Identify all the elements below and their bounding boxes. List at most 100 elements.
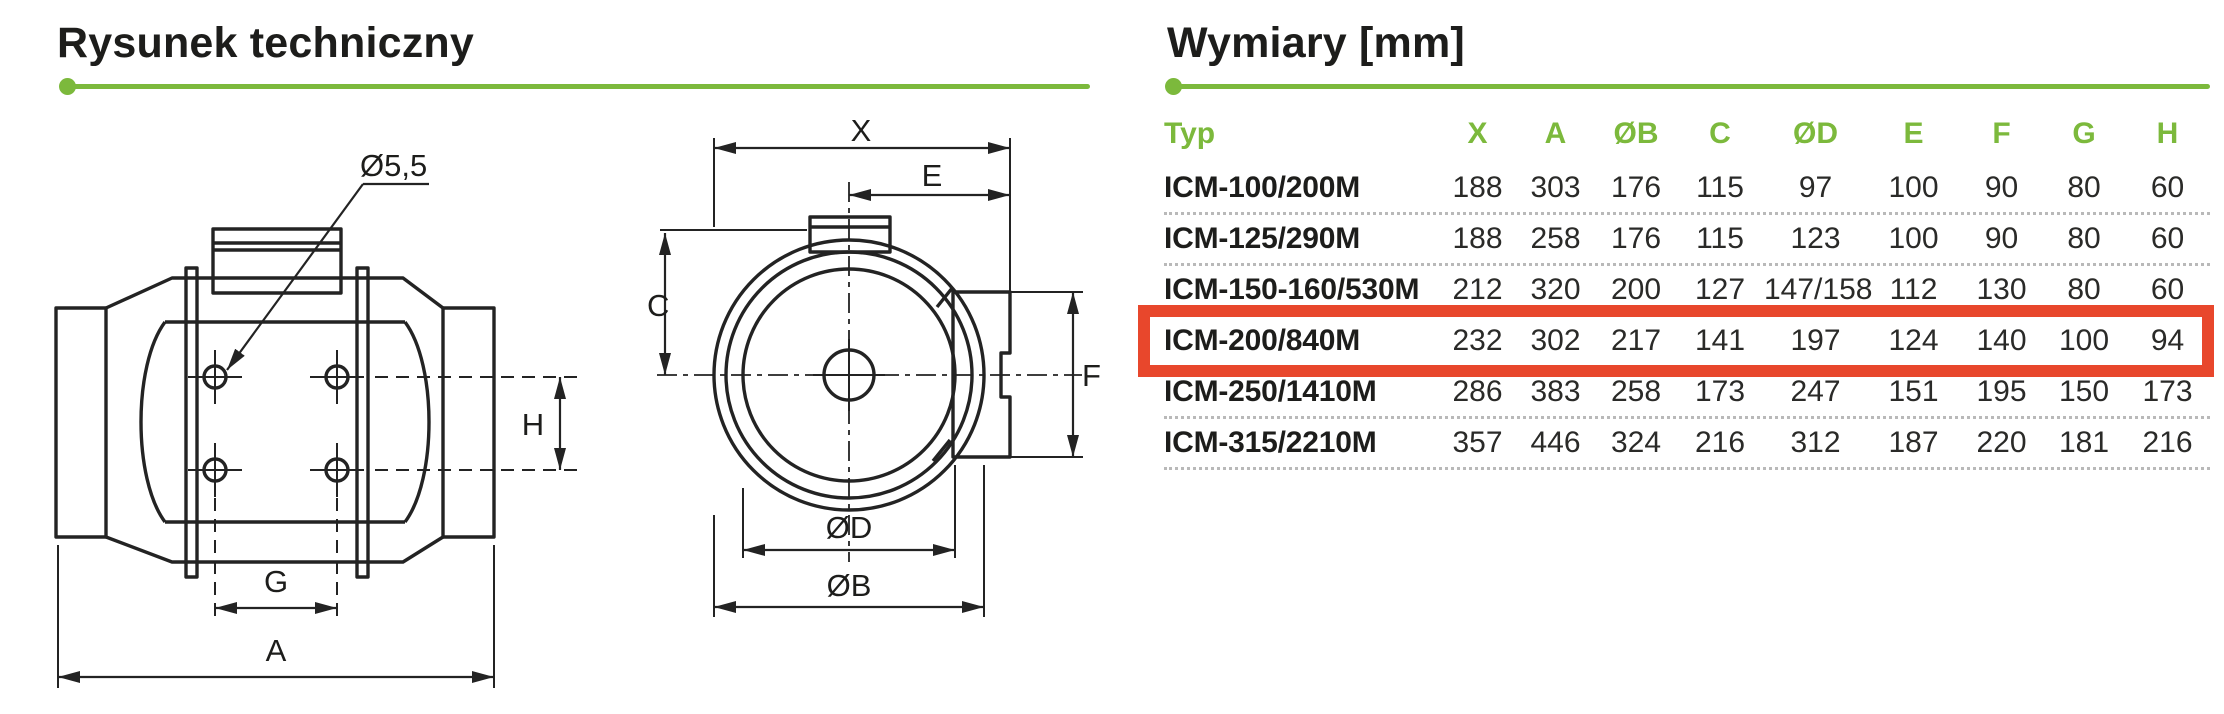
column-header-typ: Typ: [1164, 117, 1216, 150]
dimension-value: 258: [1610, 375, 1662, 408]
dimension-value: 80: [2067, 171, 2101, 204]
table-row: ICM-100/200M 188 303 176 115 97 100 90 80 60: [1164, 164, 2210, 215]
mounting-holes: [188, 350, 364, 497]
dimension-value: 151: [1888, 375, 1939, 408]
dimension-value: 147/158: [1764, 273, 1873, 306]
dimension-value: 195: [1976, 375, 2027, 408]
dim-label-od: ØD: [826, 510, 873, 545]
dimension-value: 90: [1984, 222, 2019, 255]
left-section-rule: [59, 78, 1090, 95]
dim-ext-ob: [713, 465, 985, 617]
type-name: ICM-200/840M: [1164, 324, 1361, 357]
column-header: E: [1903, 117, 1924, 150]
table-row: ICM-150-160/530M 212 320 200 127 147/158 112 1…: [1164, 266, 2210, 317]
dimension-value: 320: [1530, 273, 1581, 306]
column-header: G: [2072, 117, 2096, 150]
clamp-band-left: [184, 266, 199, 579]
dim-label-g: G: [264, 564, 288, 599]
dimension-value: 383: [1530, 375, 1581, 408]
column-header: C: [1709, 117, 1731, 150]
ring-gap-ticks: [931, 285, 955, 463]
side-view-drawing: Ø5,5 H G A: [54, 148, 582, 688]
dim-label-h: H: [522, 407, 544, 442]
dimension-value: 90: [1984, 171, 2019, 204]
table-body: ICM-100/200M 188 303 176 115 97 100 90 80 60 ICM…: [1138, 164, 2214, 470]
dimension-value: 124: [1888, 324, 1939, 357]
hole-centerlines-horizontal: [375, 376, 582, 471]
dimension-value: 216: [2142, 426, 2193, 459]
dimension-value: 115: [1696, 222, 1744, 255]
hole-centerlines-vertical: [214, 498, 338, 617]
rule-dot: [59, 78, 76, 95]
dimension-value: 212: [1452, 273, 1503, 306]
dimension-value: 220: [1976, 426, 2027, 459]
rule-dot: [1165, 78, 1182, 95]
column-header: ØB: [1613, 117, 1659, 150]
dimension-value: 216: [1694, 426, 1746, 459]
dimension-value: 100: [1888, 171, 1939, 204]
dimension-value: 94: [2150, 324, 2185, 357]
type-name: ICM-150-160/530M: [1164, 273, 1420, 306]
type-name: ICM-125/290M: [1164, 222, 1361, 255]
dimension-value: 127: [1694, 273, 1746, 306]
column-header: ØD: [1793, 117, 1838, 150]
dimension-value: 130: [1976, 273, 2027, 306]
dimension-value: 80: [2067, 273, 2101, 306]
dimension-value: 357: [1452, 426, 1503, 459]
dimension-value: 187: [1888, 426, 1939, 459]
dimension-value: 60: [2150, 273, 2185, 306]
dimension-value: 173: [1694, 375, 1746, 408]
hub-crosshair: [813, 339, 885, 411]
right-section-title: Wymiary [mm]: [1167, 19, 1465, 67]
column-header: H: [2156, 117, 2179, 150]
dimension-value: 258: [1530, 222, 1581, 255]
dimension-value: 188: [1452, 171, 1503, 204]
dim-label-f: F: [1082, 358, 1101, 393]
type-name: ICM-250/1410M: [1164, 375, 1377, 408]
dimension-value: 60: [2150, 171, 2185, 204]
dimension-value: 100: [2058, 324, 2110, 357]
dimension-value: 232: [1452, 324, 1503, 357]
dimension-value: 197: [1790, 324, 1841, 357]
terminal-box: [808, 215, 892, 254]
dim-label-a: A: [266, 633, 287, 668]
dimension-value: 97: [1798, 171, 1833, 204]
dimension-value: 446: [1530, 426, 1581, 459]
duct-spigots: [54, 306, 496, 539]
dimension-value: 200: [1610, 273, 1662, 306]
dimension-value: 140: [1976, 324, 2027, 357]
dimension-value: 217: [1610, 324, 1662, 357]
leader-line: [226, 183, 364, 371]
clamp-band-right: [355, 266, 370, 579]
dimension-value: 100: [1888, 222, 1939, 255]
left-section-title: Rysunek techniczny: [57, 19, 475, 67]
casing-inner-lines: [165, 320, 405, 524]
dimension-value: 286: [1452, 375, 1503, 408]
dimension-value: 303: [1530, 171, 1581, 204]
dimension-value: 176: [1610, 171, 1662, 204]
dimension-value: 176: [1610, 222, 1662, 255]
dimension-value: 80: [2067, 222, 2101, 255]
casing-seam-curves: [139, 320, 431, 524]
dimension-value: 112: [1889, 273, 1938, 306]
column-header: X: [1467, 117, 1488, 150]
type-name: ICM-100/200M: [1164, 171, 1361, 204]
dimension-value: 115: [1696, 171, 1744, 204]
dimension-value: 123: [1790, 222, 1841, 255]
front-view-drawing: X E C F ØD ØB: [647, 120, 1101, 617]
dim-ext-a: [57, 545, 495, 688]
hole-diameter-label: Ø5,5: [360, 148, 427, 183]
mounting-bracket: [951, 290, 1012, 459]
dimension-value: 247: [1790, 375, 1841, 408]
dimension-value: 324: [1610, 426, 1662, 459]
dimension-value: 141: [1694, 324, 1746, 357]
terminal-box: [211, 227, 343, 295]
fan-body-outline: [105, 276, 445, 564]
dimension-value: 188: [1452, 222, 1503, 255]
dimension-value: 60: [2150, 222, 2185, 255]
